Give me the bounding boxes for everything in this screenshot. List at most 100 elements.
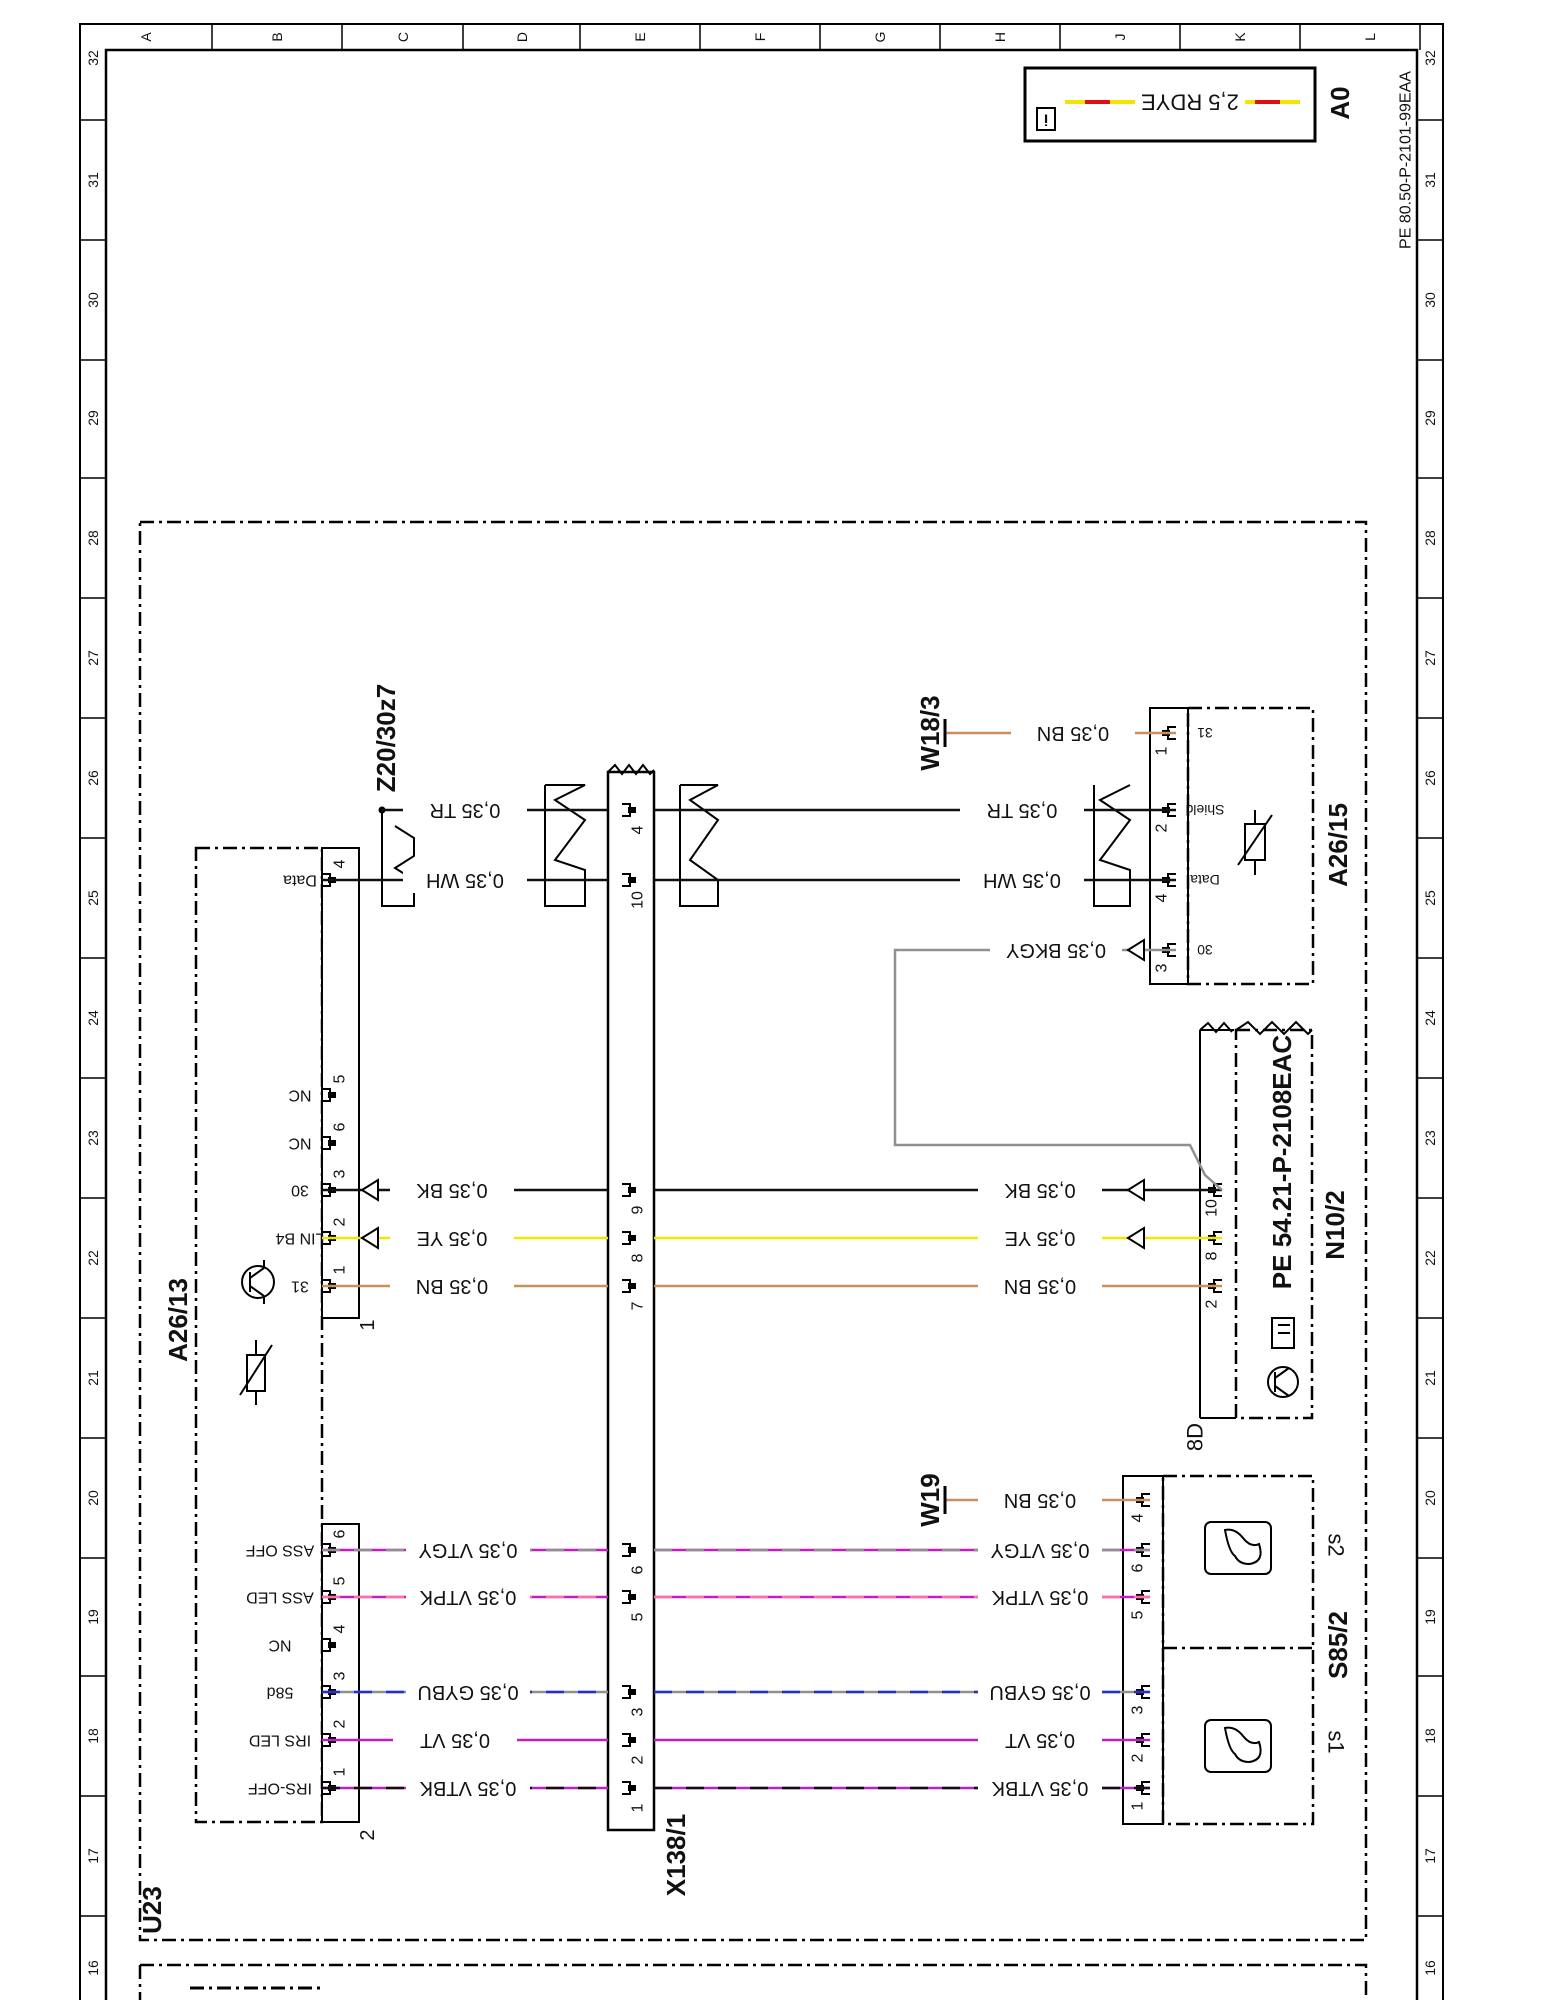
w18-3-label: W18/3 — [915, 695, 945, 770]
row-number: 25 — [85, 890, 101, 906]
a26-13-label: A26/13 — [163, 1278, 193, 1362]
s85-2-s2: s2 — [1324, 1533, 1349, 1556]
x138-1-pin — [622, 1543, 636, 1557]
a26-13-pin-number: 6 — [332, 1122, 349, 1131]
a26-13-pin-number: 1 — [332, 1265, 349, 1274]
wires: 0,35 TR 0,35 WH 0,35 BK 0,35 YE 0,35 BN 0,35 … — [322, 719, 1223, 1801]
reference-hand-icon — [1271, 1317, 1295, 1349]
a26-13-pin-number: 2 — [332, 1217, 349, 1226]
x138-1-pin — [622, 1183, 636, 1197]
column-letter: B — [269, 32, 285, 41]
x138-1-pin — [622, 1733, 636, 1747]
x138-1-pin — [622, 1590, 636, 1604]
row-number: 21 — [1422, 1370, 1438, 1386]
a26-13-pin-name: Data — [283, 872, 317, 889]
a26-15-pin-number: 4 — [1154, 893, 1171, 902]
wire-label: 0,35 WH — [983, 869, 1061, 891]
row-number: 16 — [1422, 1960, 1438, 1976]
n10-2-transistor-icon — [1267, 1366, 1299, 1398]
wire-label: 0,35 TR — [987, 799, 1058, 821]
wire-label: 0,35 YE — [1005, 1227, 1076, 1249]
row-number: 32 — [85, 50, 101, 66]
a26-13-pin-name: IRS-OFF — [248, 1780, 312, 1797]
wire-vt-left: 0,35 VT — [322, 1727, 608, 1753]
wire-label: 0,35 VTBK — [991, 1777, 1088, 1799]
n10-2-pin-number: 2 — [1204, 1299, 1221, 1308]
a26-15-pin-number: 2 — [1154, 823, 1171, 832]
a26-15-pin-number: 1 — [1154, 746, 1171, 755]
sheet-id: A0 — [1325, 86, 1355, 119]
a26-15-sensor — [1149, 706, 1315, 986]
x138-1-pin — [622, 873, 636, 887]
row-number: 29 — [1422, 410, 1438, 426]
wire-wh-right: 0,35 WH — [654, 867, 1176, 893]
a26-13-pin-name: 30 — [291, 1182, 309, 1199]
x138-1-pin-number: 2 — [630, 1755, 647, 1764]
wire-ye-right: 0,35 YE — [654, 1225, 1222, 1251]
row-number: 18 — [85, 1728, 101, 1744]
s85-2-switch — [1122, 1474, 1315, 1826]
x138-1-pin-number: 5 — [630, 1612, 647, 1621]
x138-1-pin-number: 1 — [630, 1803, 647, 1812]
row-number: 19 — [85, 1609, 101, 1625]
wire-tr-right: 0,35 TR — [654, 797, 1176, 823]
wire-label: 0,35 BKGY — [1006, 939, 1106, 961]
n10-2-pin-number: 8 — [1204, 1251, 1221, 1260]
info-legend: i 2,5 RDYE — [1023, 66, 1317, 143]
row-number: 32 — [1422, 50, 1438, 66]
row-number: 21 — [85, 1370, 101, 1386]
a26-13-pin-number: 3 — [332, 1671, 349, 1680]
n10-2-ref: PE 54.21-P-2108EAC — [1267, 1035, 1297, 1290]
row-number: 24 — [1422, 1010, 1438, 1026]
a26-13-pin-name: LIN B4 — [275, 1230, 324, 1247]
a26-13-pin-number: 5 — [332, 1576, 349, 1585]
wire-label: 0,35 VTBK — [419, 1777, 516, 1799]
row-number: 28 — [1422, 530, 1438, 546]
x138-1-pin — [622, 1279, 636, 1293]
row-number: 18 — [1422, 1728, 1438, 1744]
n10-2-pins: 10 8 2 — [1204, 1183, 1222, 1308]
info-legend-label: 2,5 RDYE — [1141, 90, 1239, 115]
a26-13-pin-number: 4 — [332, 859, 349, 868]
wire-label: 0,35 VTGY — [419, 1539, 518, 1561]
a26-13-pin-number: 1 — [332, 1767, 349, 1776]
column-letter: A — [138, 32, 154, 42]
x138-1-pin-number: 7 — [630, 1301, 647, 1310]
a26-13-pin-name: NC — [288, 1087, 311, 1104]
drawing-frame — [79, 23, 1444, 2000]
row-number: 30 — [85, 292, 101, 308]
tow-away-protection-off-icon — [1204, 1719, 1272, 1773]
doc-id: PE 80.50-P-2101-99EAA — [1398, 71, 1415, 249]
column-letter: G — [872, 32, 888, 43]
a26-15-label: A26/15 — [1323, 803, 1353, 887]
x138-1-label: X138/1 — [661, 1814, 691, 1896]
x138-1-pin-number: 9 — [630, 1205, 647, 1214]
row-number: 22 — [1422, 1250, 1438, 1266]
a26-13-pin — [322, 1638, 336, 1652]
a26-13-pin-number: 4 — [332, 1624, 349, 1633]
wire-label: 0,35 YE — [417, 1227, 488, 1249]
row-number: 27 — [85, 650, 101, 666]
wire-label: 0,35 BN — [1004, 1275, 1076, 1297]
wire-label: 0,35 BK — [416, 1179, 488, 1201]
info-icon — [1036, 107, 1056, 131]
row-number: 28 — [85, 530, 101, 546]
transistor-icon — [241, 1260, 275, 1304]
a26-13-pin-number: 3 — [332, 1169, 349, 1178]
a26-13-pin-number: 5 — [332, 1074, 349, 1083]
a26-15-pin-number: 3 — [1154, 963, 1171, 972]
wire-vtbk-left: 0,35 VTBK — [322, 1775, 608, 1801]
wire-vtgy-left: 0,35 VTGY — [322, 1537, 608, 1563]
row-number: 27 — [1422, 650, 1438, 666]
a26-15-pin-name: 31 — [1197, 725, 1213, 741]
wire-label: 0,35 VTGY — [991, 1539, 1090, 1561]
x138-1-pin — [622, 1781, 636, 1795]
n10-2-pin-number: 10 — [1204, 1199, 1221, 1217]
row-number: 17 — [85, 1848, 101, 1864]
row-number: 22 — [85, 1250, 101, 1266]
a26-13-pin — [322, 1088, 336, 1102]
column-letter: C — [395, 32, 411, 42]
s85-2-pin-number: 3 — [1130, 1705, 1147, 1714]
